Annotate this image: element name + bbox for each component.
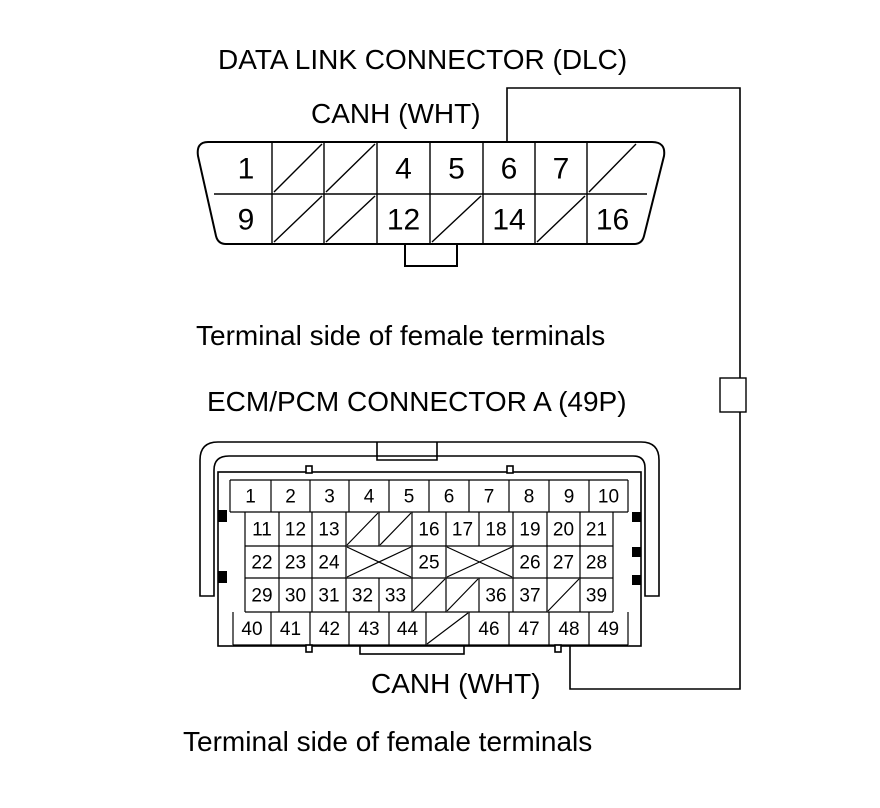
wire-splice-box <box>719 377 747 413</box>
ecm-lock-tab <box>632 575 641 585</box>
pin-label: 12 <box>387 204 420 237</box>
pin-label: 28 <box>586 553 607 574</box>
pin-label: 24 <box>318 553 340 574</box>
ecm-lock-tab <box>218 571 227 583</box>
ecm-top-post-left <box>305 465 313 474</box>
pin-label: 20 <box>553 520 574 541</box>
pin-label: 6 <box>444 487 455 508</box>
pin-label: 7 <box>553 153 570 186</box>
pin-label: 3 <box>324 487 335 508</box>
dlc-blank-cavity-slash <box>325 143 376 193</box>
ecm-top-latch <box>376 442 438 461</box>
pin-label: 40 <box>241 619 262 640</box>
ecm-top-post-right <box>506 465 514 474</box>
pin-label: 33 <box>385 586 406 607</box>
pin-label: 11 <box>252 520 272 541</box>
pin-label: 9 <box>238 204 255 237</box>
pin-label: 18 <box>485 520 506 541</box>
pin-label: 30 <box>285 586 306 607</box>
pin-label: 6 <box>501 153 518 186</box>
pin-label: 2 <box>285 487 296 508</box>
pin-label: 17 <box>452 520 473 541</box>
dlc-title: DATA LINK CONNECTOR (DLC) <box>218 44 628 75</box>
pin-label: 7 <box>484 487 495 508</box>
pin-label: 43 <box>358 619 379 640</box>
dlc-blank-cavity-slash <box>431 195 482 243</box>
pin-label: 27 <box>553 553 574 574</box>
dlc-blank-cavity-slash <box>588 143 637 193</box>
pin-label: 41 <box>280 619 301 640</box>
pin-label: 26 <box>519 553 540 574</box>
ecm-blank-cavity-slash <box>547 578 580 612</box>
pin-label: 23 <box>285 553 306 574</box>
ecm-bottom-post-right <box>554 644 562 653</box>
ecm-caption: Terminal side of female terminals <box>183 726 593 757</box>
pin-label: 13 <box>318 520 339 541</box>
dlc-wire-label: CANH (WHT) <box>311 98 481 129</box>
pin-label: 5 <box>448 153 465 186</box>
ecm-blank-cavity-cross <box>446 546 513 578</box>
pin-label: 36 <box>485 586 506 607</box>
dlc-blank-cavity-slash <box>273 143 323 193</box>
ecm-blank-cavity-slash <box>346 512 379 546</box>
ecm-lock-tab <box>632 512 641 522</box>
pin-label: 5 <box>404 487 415 508</box>
ecm-connector <box>199 441 660 655</box>
pin-label: 1 <box>238 153 255 186</box>
pin-label: 47 <box>518 619 539 640</box>
dlc-connector <box>196 141 666 267</box>
ecm-lock-tab <box>632 547 641 557</box>
pin-label: 14 <box>492 204 525 237</box>
pin-label: 32 <box>352 586 373 607</box>
ecm-lock-tab <box>218 510 227 522</box>
pin-label: 42 <box>319 619 340 640</box>
pin-label: 19 <box>519 520 540 541</box>
dlc-key <box>404 243 458 267</box>
pin-label: 22 <box>251 553 272 574</box>
ecm-blank-cavity-slash <box>412 578 446 612</box>
ecm-bottom-post-left <box>305 644 313 653</box>
pin-label: 9 <box>564 487 575 508</box>
ecm-blank-cavity-slash <box>426 612 469 645</box>
pin-label: 31 <box>318 586 339 607</box>
pin-label: 10 <box>598 487 619 508</box>
pin-label: 4 <box>364 487 375 508</box>
ecm-blank-cavity-slash <box>446 578 479 612</box>
dlc-blank-cavity-slash <box>536 195 586 243</box>
pin-label: 16 <box>418 520 439 541</box>
ecm-blank-cavity-cross <box>346 546 412 578</box>
pin-label: 1 <box>245 487 256 508</box>
pin-label: 21 <box>586 520 607 541</box>
dlc-housing <box>196 141 666 245</box>
pin-label: 29 <box>251 586 272 607</box>
ecm-bottom-key <box>359 645 465 655</box>
dlc-caption: Terminal side of female terminals <box>196 320 606 351</box>
pin-label: 4 <box>395 153 412 186</box>
ecm-title: ECM/PCM CONNECTOR A (49P) <box>207 386 627 417</box>
pin-label: 46 <box>478 619 499 640</box>
pin-label: 8 <box>524 487 535 508</box>
canh-wire <box>506 87 741 690</box>
pin-label: 37 <box>519 586 540 607</box>
ecm-wire-label: CANH (WHT) <box>371 668 541 699</box>
pin-label: 25 <box>418 553 439 574</box>
pin-label: 39 <box>586 586 607 607</box>
dlc-blank-cavity-slash <box>273 195 323 243</box>
pin-label: 12 <box>285 520 306 541</box>
dlc-blank-cavity-slash <box>325 195 376 243</box>
pin-label: 16 <box>596 204 629 237</box>
pin-label: 44 <box>397 619 419 640</box>
pin-label: 49 <box>598 619 619 640</box>
ecm-outer-housing <box>199 441 660 597</box>
ecm-blank-cavity-slash <box>379 512 412 546</box>
pin-label: 48 <box>558 619 579 640</box>
